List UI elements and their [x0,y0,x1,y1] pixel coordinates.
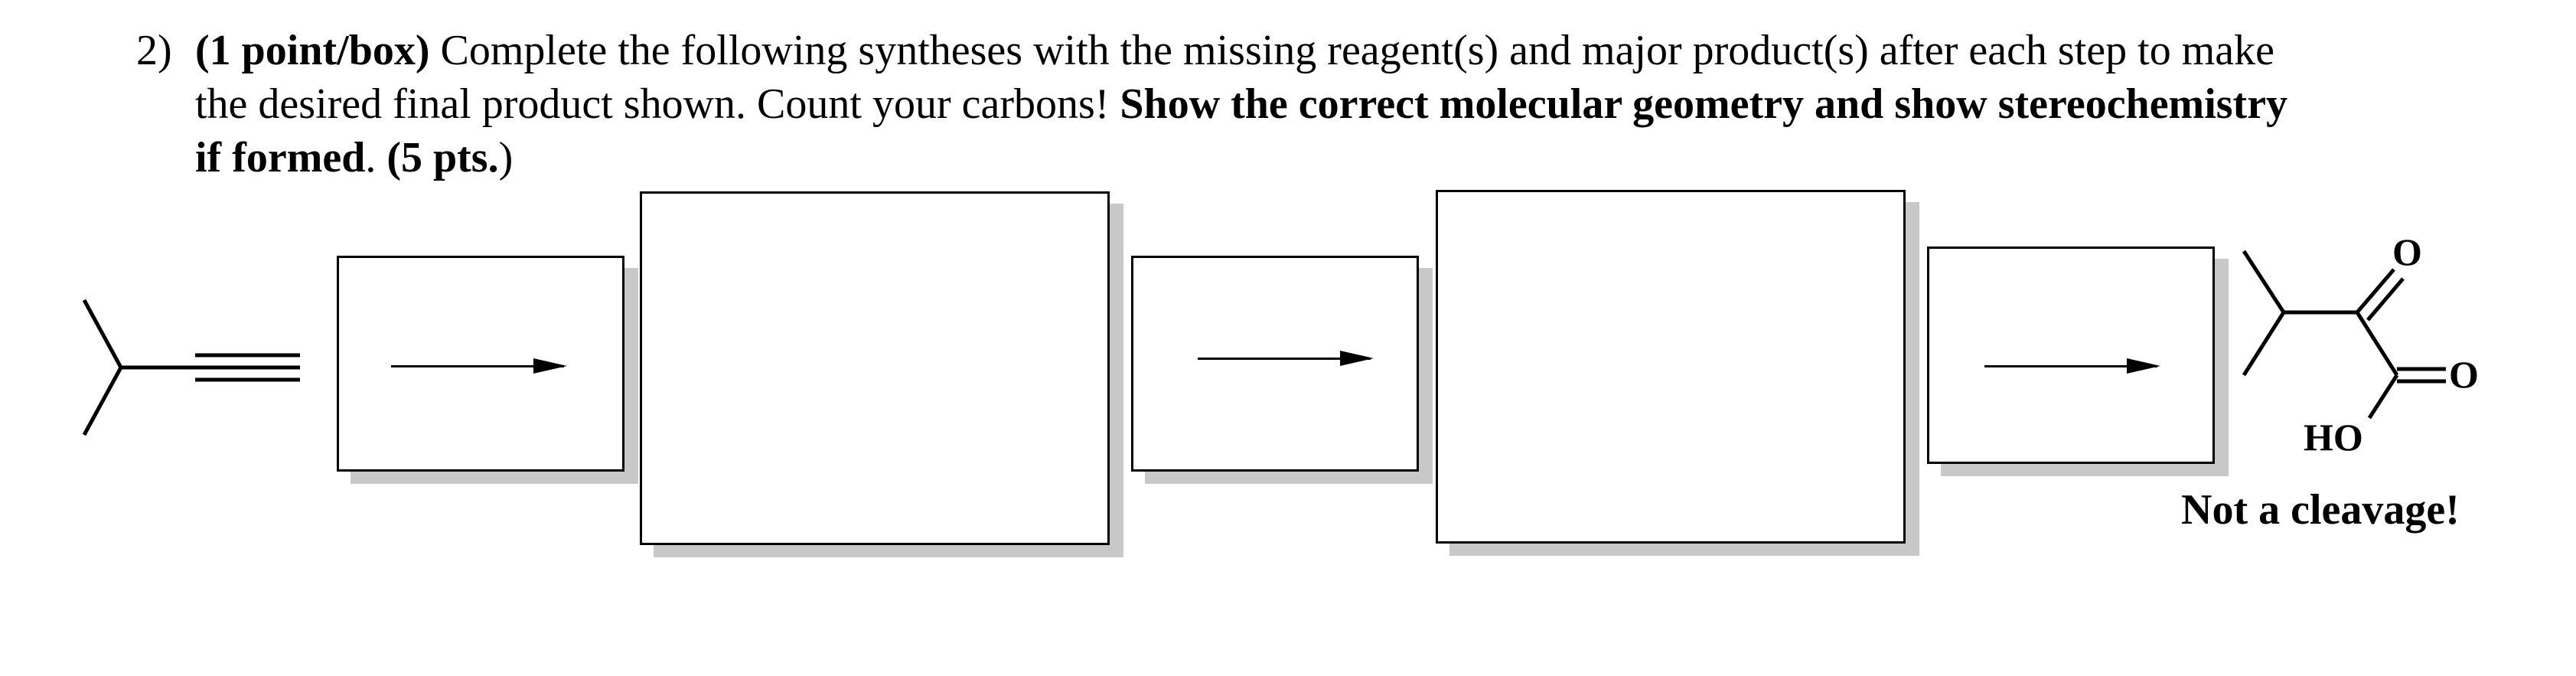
starting-alkyne-structure [82,299,300,436]
closing-paren: ) [498,134,514,181]
final-product-structure: O O HO [2242,230,2479,459]
reagent-box-2[interactable] [1131,256,1419,472]
instruction-text: Complete the following syntheses with th… [429,27,2274,74]
points-per-box: (1 point/box) [195,27,430,74]
reaction-arrow-icon [1198,351,1374,366]
separator-text: . [365,134,387,181]
reagent-box-1[interactable] [337,256,624,472]
question-line-2: the desired final product shown. Count y… [195,78,2287,130]
geometry-instruction: Show the correct molecular geometry and … [1120,80,2288,128]
points-total: (5 pts. [386,134,499,181]
question-line-3: if formed. (5 pts.) [195,132,513,184]
carbonyl-oxygen-label: O [2392,230,2422,273]
reagent-box-3[interactable] [1927,247,2215,464]
reaction-arrow-icon [391,358,567,374]
reaction-arrow-icon [1984,358,2160,374]
cleavage-note: Not a cleavage! [2181,486,2460,534]
product-box-1[interactable] [640,191,1110,545]
product-box-2[interactable] [1436,190,1906,544]
acid-oxygen-label: O [2449,353,2479,396]
stereo-instruction-end: if formed [195,134,366,181]
hydroxyl-label: HO [2304,416,2363,459]
question-number: 2) [136,27,172,74]
instruction-text-2: the desired final product shown. Count y… [195,80,1120,128]
question-line-1: (1 point/box) Complete the following syn… [195,24,2274,77]
